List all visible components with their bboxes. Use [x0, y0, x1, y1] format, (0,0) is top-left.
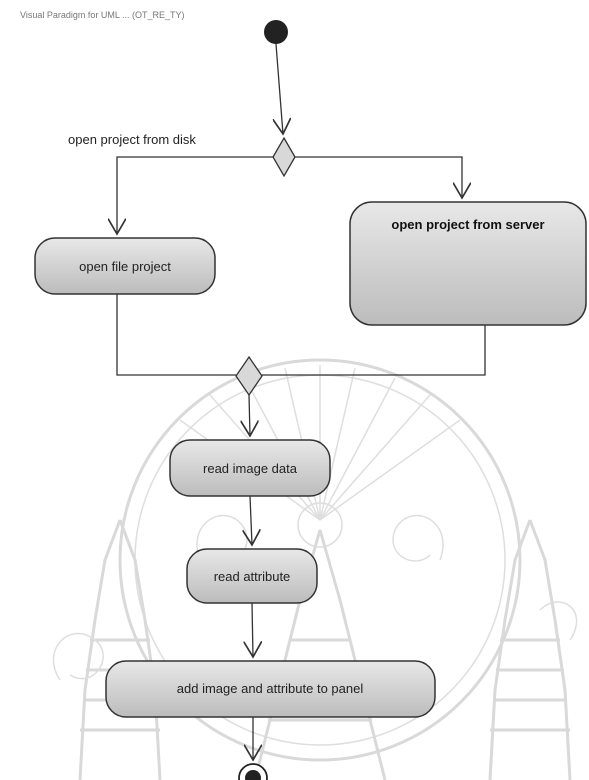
- edge-open-file-to-merge: [116, 294, 236, 376]
- node-read-image-data: read image data: [169, 439, 331, 497]
- edge-decision-to-open-file: [117, 156, 273, 234]
- node-open-file-project: open file project: [34, 237, 216, 295]
- initial-node: [264, 20, 288, 44]
- node-open-project-from-server-label: open project from server: [391, 217, 544, 232]
- edge-read-attribute-to-add-image: [252, 602, 253, 657]
- edge-server-to-merge: [262, 325, 486, 376]
- final-node: [238, 763, 268, 780]
- node-open-project-from-server: open project from server: [349, 201, 587, 326]
- decision-node: [272, 136, 296, 178]
- node-read-attribute-label: read attribute: [214, 569, 291, 584]
- node-add-image-and-attribute: add image and attribute to panel: [105, 660, 436, 718]
- edge-read-image-to-read-attribute: [250, 495, 252, 545]
- edge-decision-to-server: [295, 156, 462, 198]
- node-read-image-data-label: read image data: [203, 461, 298, 476]
- diagram-title: Visual Paradigm for UML ... (OT_RE_TY): [20, 10, 185, 20]
- node-open-file-project-label: open file project: [79, 259, 171, 274]
- edge-initial-to-decision: [276, 43, 283, 134]
- node-add-image-and-attribute-label: add image and attribute to panel: [177, 681, 364, 696]
- node-read-attribute: read attribute: [186, 548, 318, 604]
- merge-node: [235, 355, 263, 397]
- edge-merge-to-read-image: [249, 394, 250, 436]
- guard-label: open project from disk: [68, 132, 196, 147]
